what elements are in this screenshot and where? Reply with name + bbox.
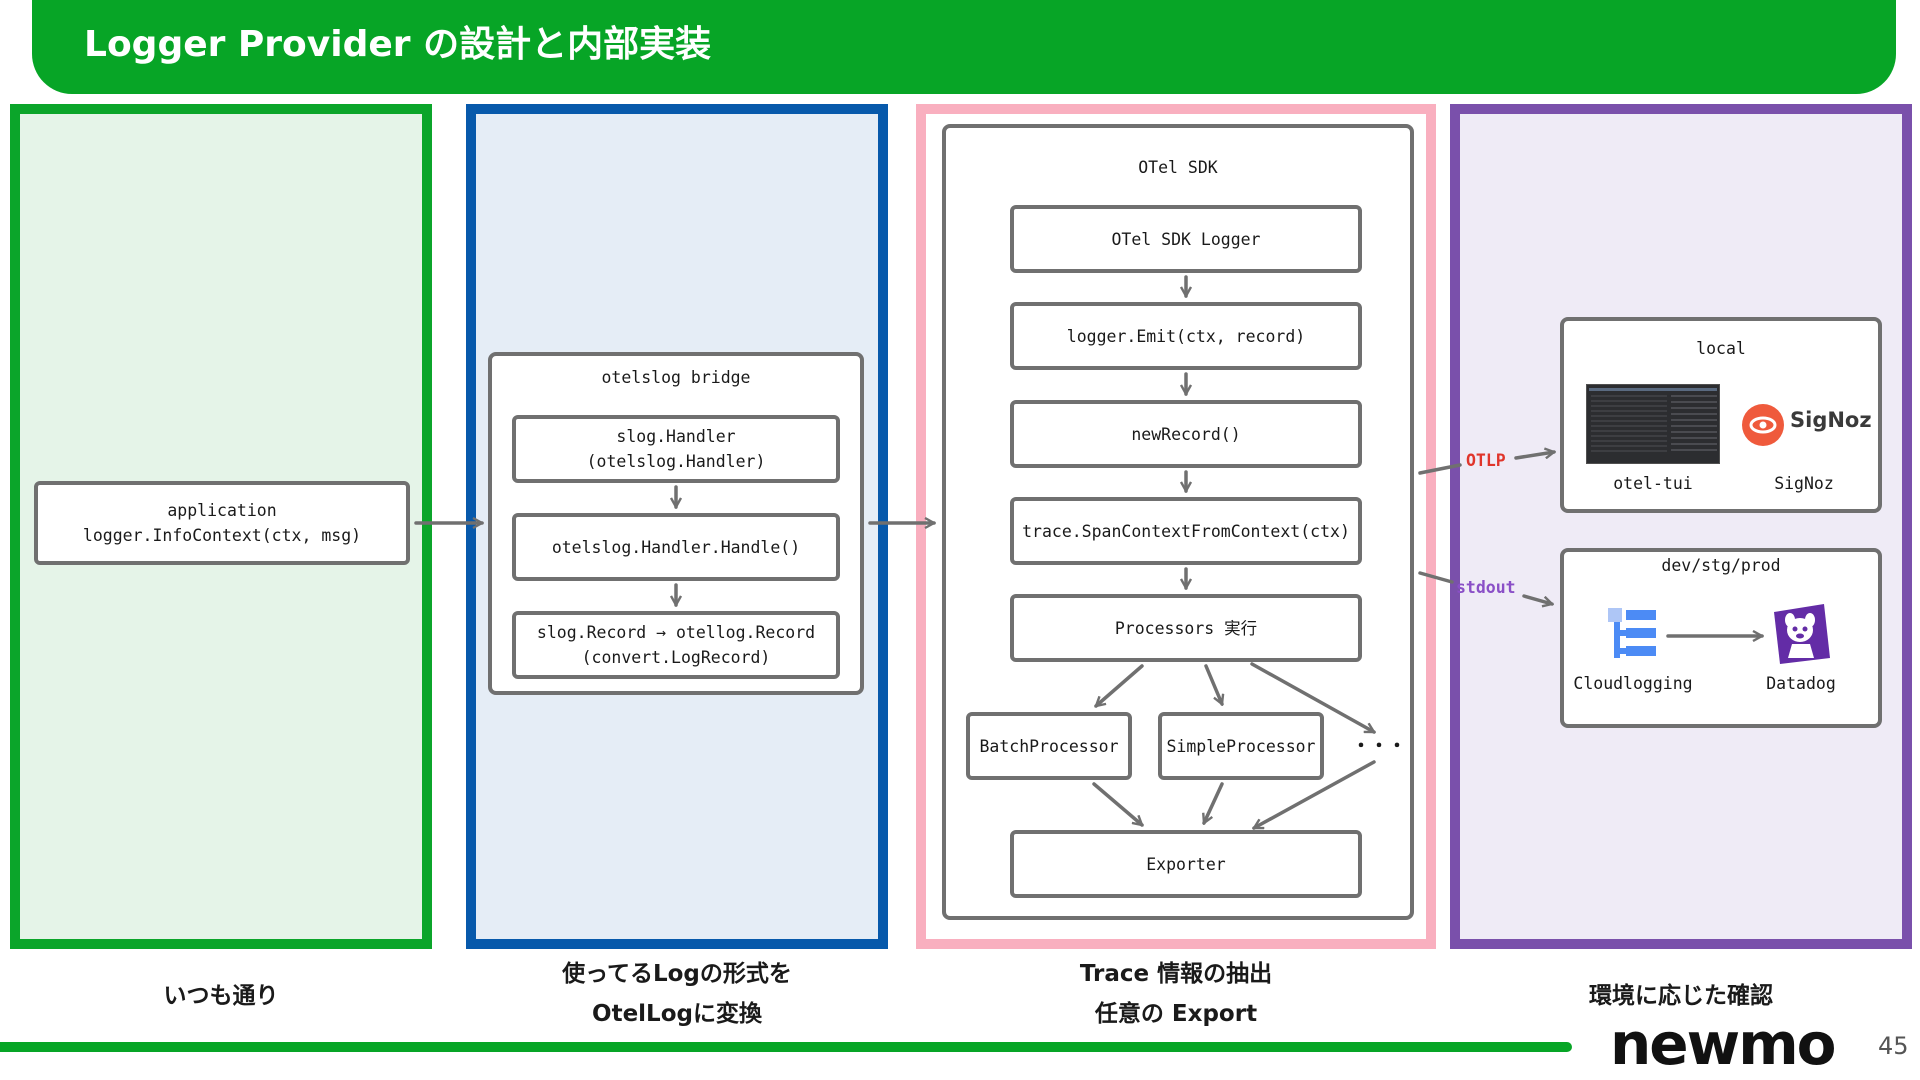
newmo-logo: newmo xyxy=(1610,1010,1836,1078)
sdk-step-label: newRecord() xyxy=(1131,424,1241,444)
batch-processor-node: BatchProcessor xyxy=(966,712,1132,780)
bridge-group-title: otelslog bridge xyxy=(601,368,751,387)
terminal-pane-right xyxy=(1671,395,1717,455)
signoz-logo xyxy=(1742,404,1784,446)
bridge-step-line: (otelslog.Handler) xyxy=(586,452,766,471)
sdk-step-logger: OTel SDK Logger xyxy=(1010,205,1362,273)
remote-group xyxy=(1560,548,1882,728)
sdk-step-span-context: trace.SpanContextFromContext(ctx) xyxy=(1010,497,1362,565)
eye-icon xyxy=(1749,416,1777,434)
arrow-batch-to-exporter xyxy=(1092,782,1142,827)
datadog-icon xyxy=(1774,604,1830,664)
arrow-stdout-to-remote xyxy=(1522,594,1552,604)
cloudlogging-label: Cloudlogging xyxy=(1573,674,1693,693)
sdk-step-label: trace.SpanContextFromContext(ctx) xyxy=(1022,521,1350,541)
bridge-step-slog-handler: slog.Handler (otelslog.Handler) xyxy=(512,415,840,483)
sdk-step-processors: Processors 実行 xyxy=(1010,594,1362,662)
otel-tui-label: otel-tui xyxy=(1613,474,1693,493)
remote-group-title: dev/stg/prod xyxy=(1661,556,1781,575)
bridge-step-line: slog.Handler xyxy=(616,427,736,446)
stdout-label: stdout xyxy=(1456,578,1516,597)
bridge-step-line: slog.Record → otellog.Record xyxy=(536,623,816,642)
sdk-group-title: OTel SDK xyxy=(1138,158,1218,177)
sdk-step-new-record: newRecord() xyxy=(1010,400,1362,468)
caption-application: いつも通り xyxy=(163,983,279,1009)
cloudlogging-icon xyxy=(1608,608,1656,658)
footer-bar xyxy=(0,1042,1572,1052)
caption-bridge-line-2: OtelLogに変換 xyxy=(592,1001,762,1027)
simple-processor-label: SimpleProcessor xyxy=(1166,736,1316,756)
signoz-wordmark: SigNoz xyxy=(1790,408,1872,432)
slide-title: Logger Provider の設計と内部実装 xyxy=(84,24,712,65)
otlp-label: OTLP xyxy=(1466,451,1506,470)
arrow-to-batch xyxy=(1096,664,1144,708)
signoz-label: SigNoz xyxy=(1774,474,1834,493)
terminal-pane-left xyxy=(1591,395,1667,455)
application-label: application xyxy=(167,501,277,520)
arrow-stdout-line xyxy=(1418,571,1454,584)
local-group-title: local xyxy=(1696,339,1746,358)
application-call: logger.InfoContext(ctx, msg) xyxy=(82,526,362,545)
arrow-otlp-to-local xyxy=(1514,452,1554,460)
bridge-step-line: otelslog.Handler.Handle() xyxy=(551,537,801,557)
bridge-step-convert: slog.Record → otellog.Record (convert.Lo… xyxy=(512,611,840,679)
exporter-label: Exporter xyxy=(1146,854,1226,874)
panel-backend xyxy=(1450,104,1912,949)
sdk-step-label: Processors 実行 xyxy=(1114,618,1258,638)
caption-sdk-line-2: 任意の Export xyxy=(1094,1001,1258,1027)
caption-backend: 環境に応じた確認 xyxy=(1589,983,1773,1009)
sdk-step-label: logger.Emit(ctx, record) xyxy=(1066,326,1306,346)
arrow-to-simple xyxy=(1204,664,1222,704)
caption-bridge: 使ってるLogの形式を OtelLogに変換 xyxy=(466,954,888,1034)
caption-bridge-line-1: 使ってるLogの形式を xyxy=(562,961,792,987)
arrow-more-to-exporter xyxy=(1254,760,1376,830)
application-node: application logger.InfoContext(ctx, msg) xyxy=(34,481,410,565)
arrow-otlp-line xyxy=(1418,463,1462,475)
title-bar xyxy=(32,0,1896,94)
page-number: 45 xyxy=(1878,1032,1909,1060)
bridge-step-line: (convert.LogRecord) xyxy=(581,648,771,667)
otel-tui-screenshot xyxy=(1586,384,1720,464)
arrow-simple-to-exporter xyxy=(1204,782,1224,823)
datadog-label: Datadog xyxy=(1766,674,1836,693)
caption-sdk: Trace 情報の抽出 任意の Export xyxy=(916,954,1436,1034)
sdk-step-emit: logger.Emit(ctx, record) xyxy=(1010,302,1362,370)
terminal-header xyxy=(1589,388,1717,391)
simple-processor-node: SimpleProcessor xyxy=(1158,712,1324,780)
more-processors-ellipsis: ・・・ xyxy=(1352,736,1406,757)
batch-processor-label: BatchProcessor xyxy=(979,736,1119,756)
sdk-step-label: OTel SDK Logger xyxy=(1111,229,1261,249)
caption-sdk-line-1: Trace 情報の抽出 xyxy=(1079,961,1273,987)
arrow-to-more xyxy=(1250,662,1374,734)
bridge-step-handle: otelslog.Handler.Handle() xyxy=(512,513,840,581)
exporter-node: Exporter xyxy=(1010,830,1362,898)
